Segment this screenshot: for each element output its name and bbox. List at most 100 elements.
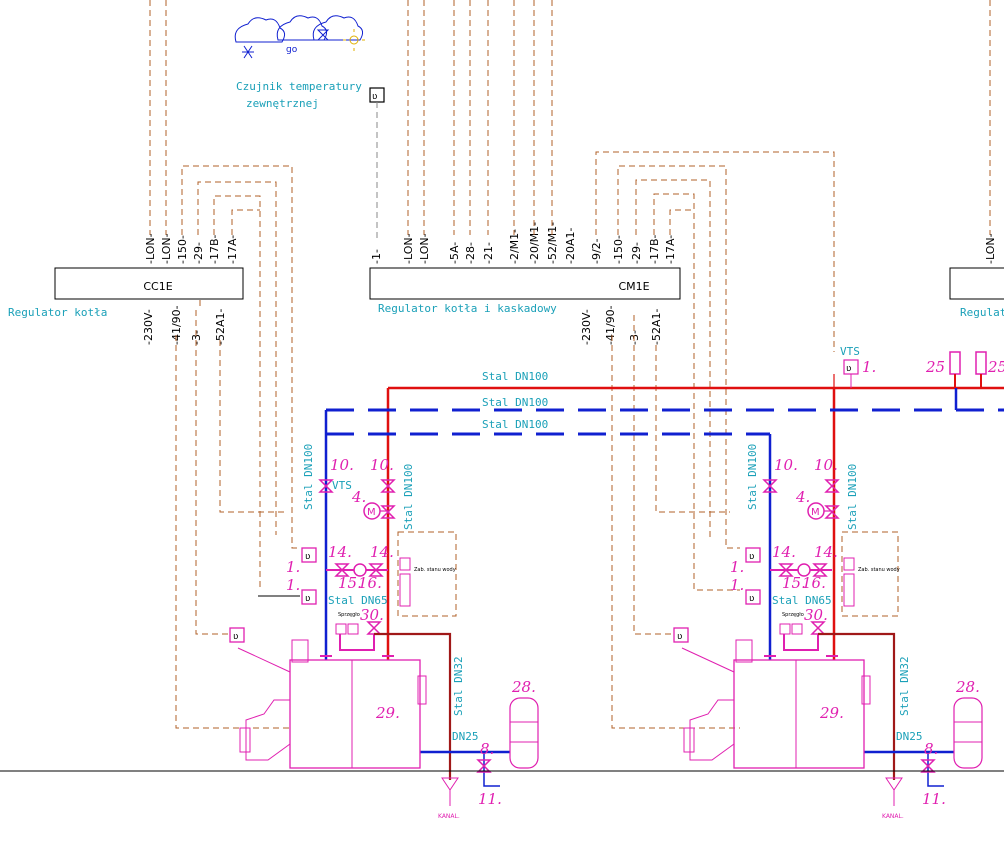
pipe-label: DN25 xyxy=(452,730,479,743)
item-number: 30. xyxy=(360,606,384,624)
controller-cm1e: CM1E xyxy=(369,267,681,300)
item-number: 1. xyxy=(862,358,876,376)
terminal-label: -LON- xyxy=(144,233,157,264)
item-number: 1. xyxy=(730,558,744,576)
item-number: 1. xyxy=(286,576,300,594)
pipe-label: Stal DN32 xyxy=(898,656,911,716)
svg-text:ʋ: ʋ xyxy=(749,594,754,604)
controller-caption: Regulat xyxy=(960,306,1004,319)
item-number: 29. xyxy=(819,704,844,722)
item-number: 10. xyxy=(774,456,798,474)
terminal-label: -28- xyxy=(464,242,477,264)
svg-text:ɡo: ɡo xyxy=(286,45,298,55)
pipe-label: Stal DN32 xyxy=(452,656,465,716)
terminal-label: -52A1- xyxy=(214,309,227,345)
item-number: 29. xyxy=(375,704,400,722)
item-number: 11. xyxy=(922,790,946,808)
svg-text:M: M xyxy=(367,507,376,518)
terminal-label: -17B- xyxy=(648,234,661,264)
terminal-label: -52/M1- xyxy=(546,222,559,264)
kanal-label: KANAL. xyxy=(882,813,904,820)
pipe-label: Stal DN65 xyxy=(772,594,832,607)
item-number: 1. xyxy=(286,558,300,576)
pipe-label: Stal DN100 xyxy=(846,464,859,530)
pipe-label: Stal DN100 xyxy=(482,396,548,409)
kanal-label: KANAL. xyxy=(438,813,460,820)
terminal-label: -20A1- xyxy=(564,228,577,264)
svg-text:ʋ: ʋ xyxy=(846,364,851,374)
svg-text:ʋ: ʋ xyxy=(233,632,238,642)
item-number: 28. xyxy=(955,678,980,696)
item-number: 14. xyxy=(814,543,838,561)
return-main xyxy=(324,388,1004,660)
svg-text:ʋ: ʋ xyxy=(677,632,682,642)
item-number: 16. xyxy=(358,574,382,592)
terminal-label: -150- xyxy=(612,235,625,264)
item-number: 14. xyxy=(370,543,394,561)
item-number: 1. xyxy=(730,576,744,594)
svg-text:ʋ: ʋ xyxy=(305,552,310,562)
controller-caption: Regulator kotła i kaskadowy xyxy=(378,302,557,315)
terminal-label: -41/90- xyxy=(170,305,183,345)
terminal-label: -9/2- xyxy=(590,238,603,264)
vts-label: VTS xyxy=(332,479,352,492)
item-number: 11. xyxy=(478,790,502,808)
item-number: 14. xyxy=(772,543,796,561)
item-number: 25 xyxy=(925,358,945,376)
sensor-label-line2: zewnętrznej xyxy=(246,97,319,110)
item-number: 8. xyxy=(480,740,494,758)
item-number: 4. xyxy=(795,488,810,506)
boiler-unit: 10.10.M4.ʋʋ1.1.14.14.15.16.Zab. stanu wo… xyxy=(673,456,983,820)
air-vent-icon xyxy=(949,351,987,388)
pipe-label: Stal DN65 xyxy=(328,594,388,607)
pipe-label: Stal DN100 xyxy=(402,464,415,530)
sensor-label-line1: Czujnik temperatury xyxy=(236,80,362,93)
terminal-label: -41/90- xyxy=(604,305,617,345)
terminal-label: -52A1- xyxy=(650,309,663,345)
terminal-label: -1- xyxy=(370,249,383,264)
terminal-label: -17A- xyxy=(226,235,239,264)
pipe-label: Stal DN100 xyxy=(482,370,548,383)
terminal-label: -2/M1- xyxy=(508,229,521,264)
water-level-label: Zab. stanu wody xyxy=(858,567,900,573)
coupling-label: Sprzęgło xyxy=(782,612,804,618)
coupling-label: Sprzęgło xyxy=(338,612,360,618)
water-level-label: Zab. stanu wody xyxy=(414,567,456,573)
outdoor-sensor-icon: ʋ xyxy=(369,87,385,103)
controller-caption: Regulator kotła xyxy=(8,306,107,319)
svg-text:ʋ: ʋ xyxy=(305,594,310,604)
terminal-label: -LON- xyxy=(160,233,173,264)
terminal-label: -17B- xyxy=(208,234,221,264)
terminal-label: -230V- xyxy=(142,309,155,345)
item-number: 8. xyxy=(924,740,938,758)
controller-cc1e: CC1E xyxy=(54,267,244,300)
svg-text:ʋ: ʋ xyxy=(749,552,754,562)
item-number: 10. xyxy=(330,456,354,474)
item-number: 25 xyxy=(987,358,1004,376)
terminal-label: -5A- xyxy=(448,242,461,264)
pipe-label: Stal DN100 xyxy=(482,418,548,431)
pipe-label: DN25 xyxy=(896,730,923,743)
controller-label: CC1E xyxy=(143,280,172,293)
controller-third xyxy=(949,267,1004,300)
item-number: 15. xyxy=(338,574,362,592)
terminal-label: -LON- xyxy=(984,233,997,264)
item-number: 30. xyxy=(804,606,828,624)
control-wiring xyxy=(149,0,991,729)
terminal-label: -3- xyxy=(190,330,203,345)
vts-sensor-icon: ʋ xyxy=(843,359,859,388)
terminal-label: -150- xyxy=(176,235,189,264)
item-number: 15. xyxy=(782,574,806,592)
item-number: 10. xyxy=(370,456,394,474)
terminal-label: -21- xyxy=(482,242,495,264)
item-number: 10. xyxy=(814,456,838,474)
pipe-label: Stal DN100 xyxy=(746,444,759,510)
weather-icon: ɡo xyxy=(234,15,365,59)
item-number: 28. xyxy=(511,678,536,696)
pipe-label: Stal DN100 xyxy=(302,444,315,510)
svg-text:ʋ: ʋ xyxy=(372,92,377,102)
terminal-label: -20/M1- xyxy=(528,222,541,264)
